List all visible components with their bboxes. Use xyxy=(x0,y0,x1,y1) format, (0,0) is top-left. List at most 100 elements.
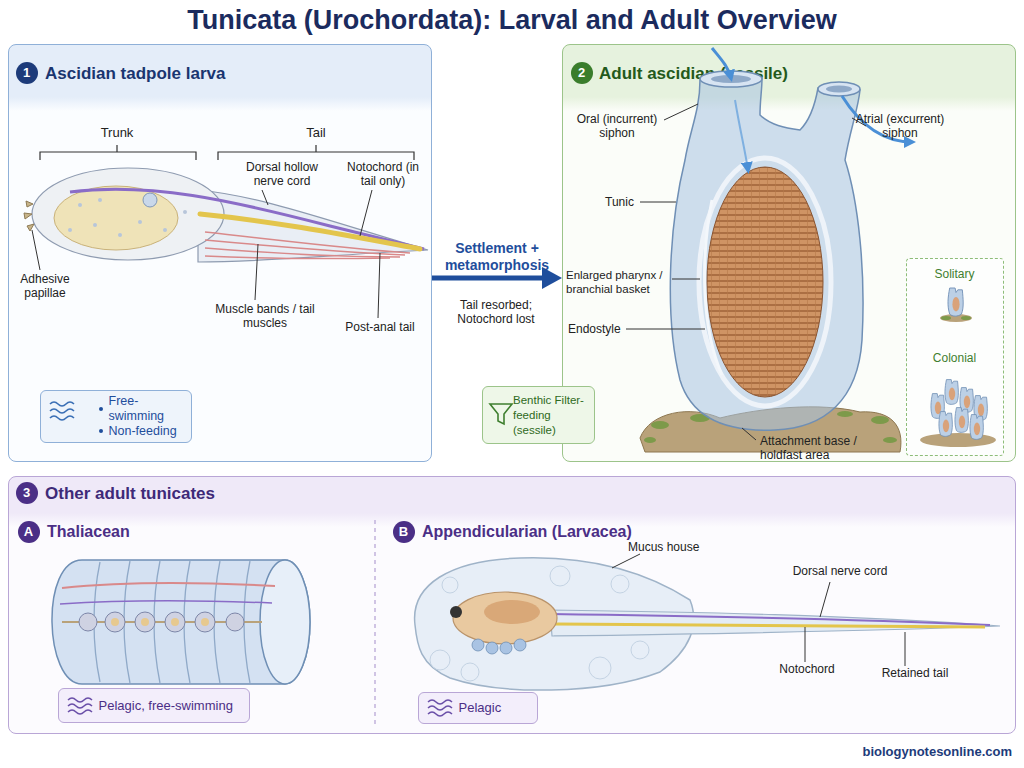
thaliacean-illustration xyxy=(124,561,130,683)
info-tag: Pelagic, free-swimming xyxy=(58,688,250,723)
part-label: Tunic xyxy=(605,195,645,209)
part-label: Retained tail xyxy=(870,666,960,680)
filter-icon xyxy=(490,404,512,424)
adult-ascidian xyxy=(640,48,912,452)
callout-number-text: 3 xyxy=(23,485,30,500)
callout-number: B xyxy=(393,521,415,543)
appendicularian-illustration xyxy=(611,575,629,593)
part-label: Atrial (excurrent) siphon xyxy=(848,112,952,140)
adult-ascidian xyxy=(705,200,722,375)
swim-icon xyxy=(50,402,74,420)
tadpole-larva xyxy=(143,193,157,207)
info-tag: Free-swimmingNon-feeding xyxy=(40,390,192,443)
growth-form-sketch xyxy=(961,316,971,320)
thaliacean-illustration xyxy=(62,583,275,588)
part-label: Attachment base / holdfast area xyxy=(760,434,890,462)
swim-icon xyxy=(68,698,92,714)
tadpole-larva xyxy=(24,168,428,262)
growth-form-sketch xyxy=(920,433,996,447)
thaliacean-illustration xyxy=(111,618,209,626)
swim-icon xyxy=(428,712,452,716)
transition-arrow xyxy=(432,267,562,289)
tag-line: Free-swimming xyxy=(99,394,189,424)
part-label: Dorsal hollow nerve cord xyxy=(232,160,332,188)
inset-caption: Solitary xyxy=(907,267,1003,281)
appendicularian-illustration xyxy=(484,600,540,624)
adult-ascidian xyxy=(883,437,897,443)
thaliacean-illustration xyxy=(135,612,155,632)
callout-number: 2 xyxy=(571,62,593,84)
appendicularian-illustration xyxy=(631,641,649,659)
thaliacean-illustration xyxy=(52,560,310,684)
tadpole-larva xyxy=(138,220,142,224)
adult-ascidian xyxy=(699,158,831,406)
growth-form-sketch xyxy=(945,380,958,405)
appendicularian-illustration xyxy=(450,606,462,618)
bracket xyxy=(40,145,414,160)
thaliacean-illustration xyxy=(195,612,215,632)
part-label: Tail resorbed; Notochord lost xyxy=(440,298,552,326)
part-label: Trunk xyxy=(87,126,147,140)
appendicularian-illustration xyxy=(461,663,479,681)
appendicularian-illustration xyxy=(430,566,649,681)
appendicularian-illustration xyxy=(550,610,1000,636)
growth-form-sketch xyxy=(941,316,971,320)
leader-line xyxy=(742,428,756,440)
part-label: Oral (incurrent) siphon xyxy=(568,112,666,140)
tag-text: Benthic Filter-feeding (sessile) xyxy=(513,393,592,438)
tadpole-larva xyxy=(93,223,97,227)
thaliacean-illustration xyxy=(94,562,100,682)
thaliacean-illustration xyxy=(244,561,250,683)
bullet-dot xyxy=(99,407,103,411)
leader-line xyxy=(255,244,258,300)
thaliacean-illustration xyxy=(214,561,220,683)
tadpole-larva xyxy=(205,232,410,253)
appendicularian-illustration xyxy=(453,592,557,644)
swim-icon xyxy=(68,698,92,702)
adult-ascidian xyxy=(640,407,901,452)
growth-form-sketch xyxy=(955,408,968,433)
part-label: Thaliacean xyxy=(47,522,197,542)
leader-line xyxy=(612,554,905,666)
part-label: Notochord (in tail only) xyxy=(340,160,426,188)
tadpole-larva xyxy=(32,168,224,260)
part-label: Enlarged pharynx / branchial basket xyxy=(566,268,674,296)
panel-heading: Adult ascidian (sessile) xyxy=(599,64,788,84)
thaliacean-illustration xyxy=(94,561,250,683)
filter-icon xyxy=(490,404,512,424)
tag-line: Pelagic, free-swimming xyxy=(99,698,247,713)
tadpole-larva xyxy=(68,228,72,232)
panel-heading: Other adult tunicates xyxy=(45,484,215,504)
appendicularian-illustration xyxy=(589,657,611,679)
leader-line xyxy=(852,118,866,126)
tag-text: Non-feeding xyxy=(109,424,177,439)
info-tag: Pelagic xyxy=(418,692,538,724)
adult-ascidian xyxy=(837,411,853,417)
adult-ascidian xyxy=(644,437,656,443)
appendicularian-illustration xyxy=(555,624,985,627)
thaliacean-illustration xyxy=(154,561,160,683)
section-panel: Other adult tunicates3APelagic, free-swi… xyxy=(8,476,1016,734)
leader-line xyxy=(32,230,40,270)
thaliacean-illustration xyxy=(60,601,272,604)
bracket xyxy=(218,145,414,160)
leader-line xyxy=(378,253,380,318)
section-panel: Ascidian tadpole larva1Free-swimmingNon-… xyxy=(8,44,432,462)
bullet-dot xyxy=(99,429,103,433)
appendicularian-illustration xyxy=(514,639,526,651)
bracket xyxy=(40,145,196,160)
leader-line xyxy=(32,190,380,318)
callout-number-text: 1 xyxy=(23,65,30,80)
diagram-title: Tunicata (Urochordata): Larval and Adult… xyxy=(0,4,1024,36)
appendicularian-illustration xyxy=(472,639,526,654)
thaliacean-illustration xyxy=(184,561,190,683)
growth-form-sketch xyxy=(939,412,952,437)
swim-icon xyxy=(50,402,74,406)
tadpole-larva xyxy=(78,203,82,207)
growth-form-sketch xyxy=(960,388,973,413)
appendicularian-illustration xyxy=(430,650,450,670)
leader-line xyxy=(905,632,906,666)
